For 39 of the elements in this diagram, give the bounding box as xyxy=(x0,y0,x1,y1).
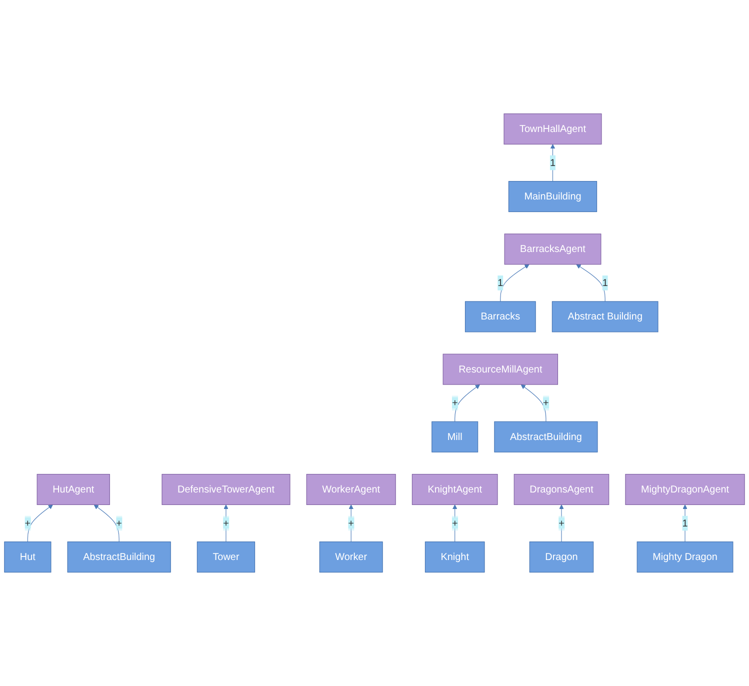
node-box: Mill xyxy=(432,421,478,452)
node-box: Worker xyxy=(319,542,383,573)
edge-label: + xyxy=(24,517,31,528)
arrow xyxy=(520,384,546,422)
arrow xyxy=(500,264,530,302)
node-box: Abstract Building xyxy=(552,301,658,332)
edge-label: + xyxy=(348,517,354,528)
edge-label: 1 xyxy=(550,156,556,168)
edge-label: 1 xyxy=(682,517,688,528)
edge-label: + xyxy=(543,397,549,408)
node-box: DragonsAgent xyxy=(514,474,610,505)
node-box: AbstractBuilding xyxy=(494,421,598,452)
node-box: MainBuilding xyxy=(508,181,598,212)
node-box: HutAgent xyxy=(36,474,110,505)
node-box: WorkerAgent xyxy=(306,474,396,505)
arrow xyxy=(454,384,480,422)
node-box: Tower xyxy=(196,542,256,573)
edge-label: 1 xyxy=(498,277,504,288)
node-box: KnightAgent xyxy=(412,474,498,505)
edge-label: 1 xyxy=(602,277,608,288)
node-box: AbstractBuilding xyxy=(67,542,171,573)
edge-label: + xyxy=(558,517,564,528)
edge-label: + xyxy=(223,517,229,528)
node-box: TownHallAgent xyxy=(504,113,602,144)
edge-label: + xyxy=(452,397,458,408)
arrow xyxy=(576,264,606,302)
node-box: Mighty Dragon xyxy=(636,542,734,573)
node-box: MightyDragonAgent xyxy=(625,474,745,505)
node-box: DefensiveTowerAgent xyxy=(162,474,290,505)
node-box: Dragon xyxy=(529,542,594,573)
node-box: Knight xyxy=(424,542,485,573)
edge-label: + xyxy=(452,517,458,528)
node-box: ResourceMillAgent xyxy=(442,354,558,385)
edge-label: + xyxy=(116,517,122,528)
node-box: Barracks xyxy=(464,301,536,332)
arrow xyxy=(94,504,120,542)
node-box: BarracksAgent xyxy=(504,234,602,265)
node-box: Hut xyxy=(4,542,52,573)
arrow xyxy=(27,504,53,542)
